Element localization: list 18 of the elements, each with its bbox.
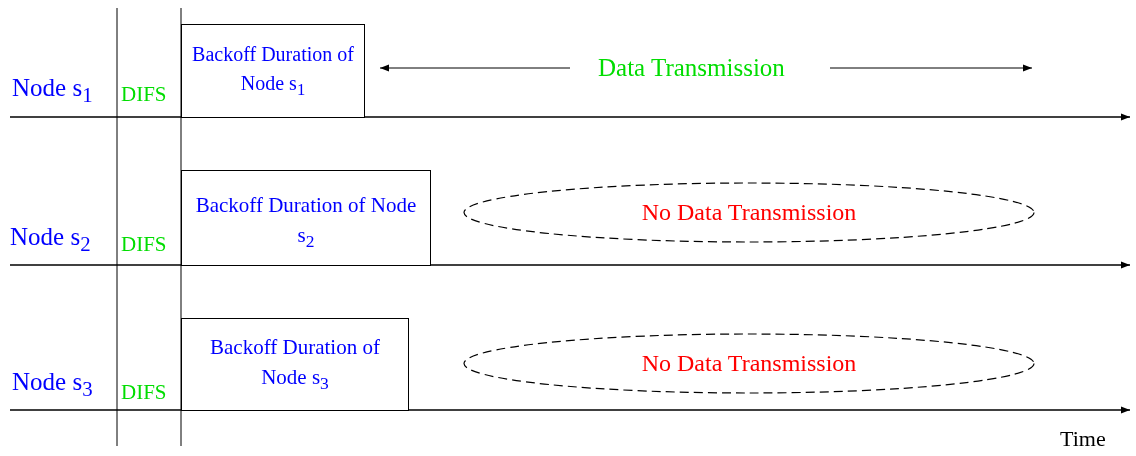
duration-label: Backoff Duration of Node s$_{2}$ (194, 191, 418, 254)
backoff-box (181, 24, 365, 118)
node-label: Node s$_{2}$ (10, 223, 91, 257)
backoff-box (181, 318, 409, 411)
status-label: No Data Transmission (641, 349, 857, 379)
interval-label: DIFS (121, 380, 167, 405)
dashed-ellipse (462, 332, 1036, 395)
span-label: Data Transmission (598, 54, 785, 82)
duration-label: Backoff Duration of Node s$_{3}$ (209, 334, 381, 396)
status-label: No Data Transmission (641, 198, 857, 228)
dashed-ellipse (462, 181, 1036, 244)
node-label: Node s$_{1}$ (12, 74, 93, 108)
interval-label: DIFS (121, 232, 167, 257)
interval-label: DIFS (121, 82, 167, 107)
node-label: Node s$_{3}$ (12, 368, 93, 402)
duration-label: Backoff Duration of Node s$_{1}$ (191, 41, 355, 101)
axis-label: Time (1060, 426, 1106, 452)
backoff-box (181, 170, 431, 266)
